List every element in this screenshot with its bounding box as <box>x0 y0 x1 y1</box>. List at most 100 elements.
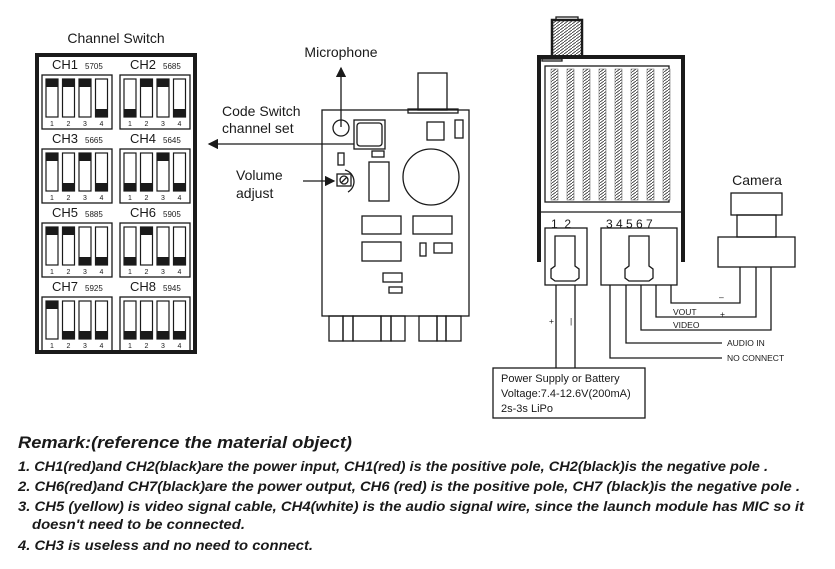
adjust-label: adjust <box>236 185 273 201</box>
channel-name: CH6 <box>130 205 156 220</box>
dip-switch-lever-down <box>95 331 108 339</box>
antenna-connector <box>417 72 448 111</box>
dip-switch-lever-down <box>173 331 186 339</box>
heatsink-fin <box>614 68 623 201</box>
dip-pin-label: 4 <box>178 269 182 276</box>
dip-pin-label: 2 <box>67 195 71 202</box>
wire-video <box>640 267 772 331</box>
dip-switch-lever-down <box>157 257 169 265</box>
pcb-board <box>321 109 470 317</box>
dip-switch-body <box>119 222 191 278</box>
dip-pin-label: 4 <box>100 121 104 128</box>
channel-name: CH2 <box>130 57 156 72</box>
dip-switch-lever-down <box>124 109 136 117</box>
channel-name: CH1 <box>52 57 78 72</box>
dip-pin-label: 2 <box>67 343 71 350</box>
dip-pin-label: 2 <box>145 269 149 276</box>
dip-switch-body <box>41 296 113 352</box>
channel-frequency: 5685 <box>163 62 181 71</box>
dip-pin-label: 3 <box>83 121 87 128</box>
dip-switch-lever-up <box>157 79 169 87</box>
remark-3: 3. CH5 (yellow) is video signal cable, C… <box>18 498 805 514</box>
channel-frequency: 5665 <box>85 136 103 145</box>
vout-label: VOUT <box>673 307 697 317</box>
heatsink-fin <box>550 68 559 201</box>
dip-switch-lever-down <box>124 257 136 265</box>
no-connect-label: NO CONNECT <box>727 353 784 363</box>
dip-pin-label: 1 <box>128 269 132 276</box>
dip-pin-label: 1 <box>50 195 54 202</box>
wire-no-connect <box>609 285 722 359</box>
dip-switch-lever-down <box>173 183 186 191</box>
dip-switch-lever-down <box>140 331 153 339</box>
power-plus-label: + <box>549 316 554 326</box>
dip-switch-lever-down <box>62 183 75 191</box>
dip-switch-lever-down <box>173 257 186 265</box>
dip-switch-lever-up <box>157 153 169 161</box>
dip-switch-lever-down <box>124 183 136 191</box>
power-box-line-2: Voltage:7.4-12.6V(200mA) <box>501 388 631 400</box>
dip-switch-lever-down <box>79 257 91 265</box>
dip-switch-lever-down <box>157 331 169 339</box>
dip-switch-lever-up <box>46 153 58 161</box>
channel-frequency: 5885 <box>85 210 103 219</box>
channel-ch1: CH1 5705 1 2 3 4 <box>41 57 113 130</box>
code-switch-icon <box>353 119 386 150</box>
heatsink-fin <box>582 68 591 201</box>
channel-set-label: channel set <box>222 120 294 136</box>
remark-2: 2. CH6(red)and CH7(black)are the power o… <box>17 478 800 494</box>
dip-pin-label: 4 <box>178 121 182 128</box>
dip-pin-label: 1 <box>128 195 132 202</box>
transmitter-module: 1 2 3 4 5 6 7 + | Power Supply or Batter… <box>492 16 796 419</box>
camera-label: Camera <box>732 172 782 188</box>
channel-frequency: 5705 <box>85 62 103 71</box>
dip-pin-label: 3 <box>161 343 165 350</box>
pins-right-label: 3 4 5 6 7 <box>606 217 653 231</box>
power-connector <box>544 227 588 286</box>
wire-vout-plus <box>655 267 757 318</box>
wire-vout-minus <box>670 267 741 304</box>
dip-pin-label: 2 <box>67 121 71 128</box>
channel-frequency: 5925 <box>85 284 103 293</box>
heatsink-fin <box>566 68 575 201</box>
cam-plus-label: + <box>720 309 725 319</box>
channel-frequency: 5945 <box>163 284 181 293</box>
dip-switch-lever-up <box>140 79 153 87</box>
dip-pin-label: 4 <box>100 195 104 202</box>
dip-pin-label: 2 <box>145 195 149 202</box>
dip-switch-lever-up <box>46 79 58 87</box>
dip-switch-lever-up <box>46 301 58 309</box>
power-box-line-1: Power Supply or Battery <box>501 373 620 385</box>
channel-switch-title: Channel Switch <box>67 30 164 46</box>
heatsink-fin <box>662 68 671 201</box>
dip-pin-label: 3 <box>83 343 87 350</box>
dip-switch-lever-down <box>124 331 136 339</box>
dip-switch-lever-down <box>95 109 108 117</box>
dip-switch-lever-down <box>62 331 75 339</box>
av-connector <box>600 227 678 286</box>
power-supply-box <box>492 367 646 419</box>
heatsink-fins <box>550 68 671 201</box>
power-box-line-3: 2s-3s LiPo <box>501 403 553 415</box>
dip-pin-label: 3 <box>161 269 165 276</box>
dip-pin-label: 2 <box>145 121 149 128</box>
dip-pin-label: 4 <box>178 343 182 350</box>
remark-3-cont: doesn't need to be connected. <box>32 516 245 532</box>
wire-audio-in <box>625 285 722 344</box>
heatsink-fin <box>630 68 639 201</box>
dip-pin-label: 2 <box>145 343 149 350</box>
dip-switch-lever-up <box>79 79 91 87</box>
dip-pin-label: 4 <box>178 195 182 202</box>
heatsink-fin <box>598 68 607 201</box>
camera-icon <box>717 192 796 268</box>
dip-switch-lever-up <box>46 227 58 235</box>
dip-switch-lever-up <box>140 227 153 235</box>
dip-pin-label: 1 <box>50 121 54 128</box>
